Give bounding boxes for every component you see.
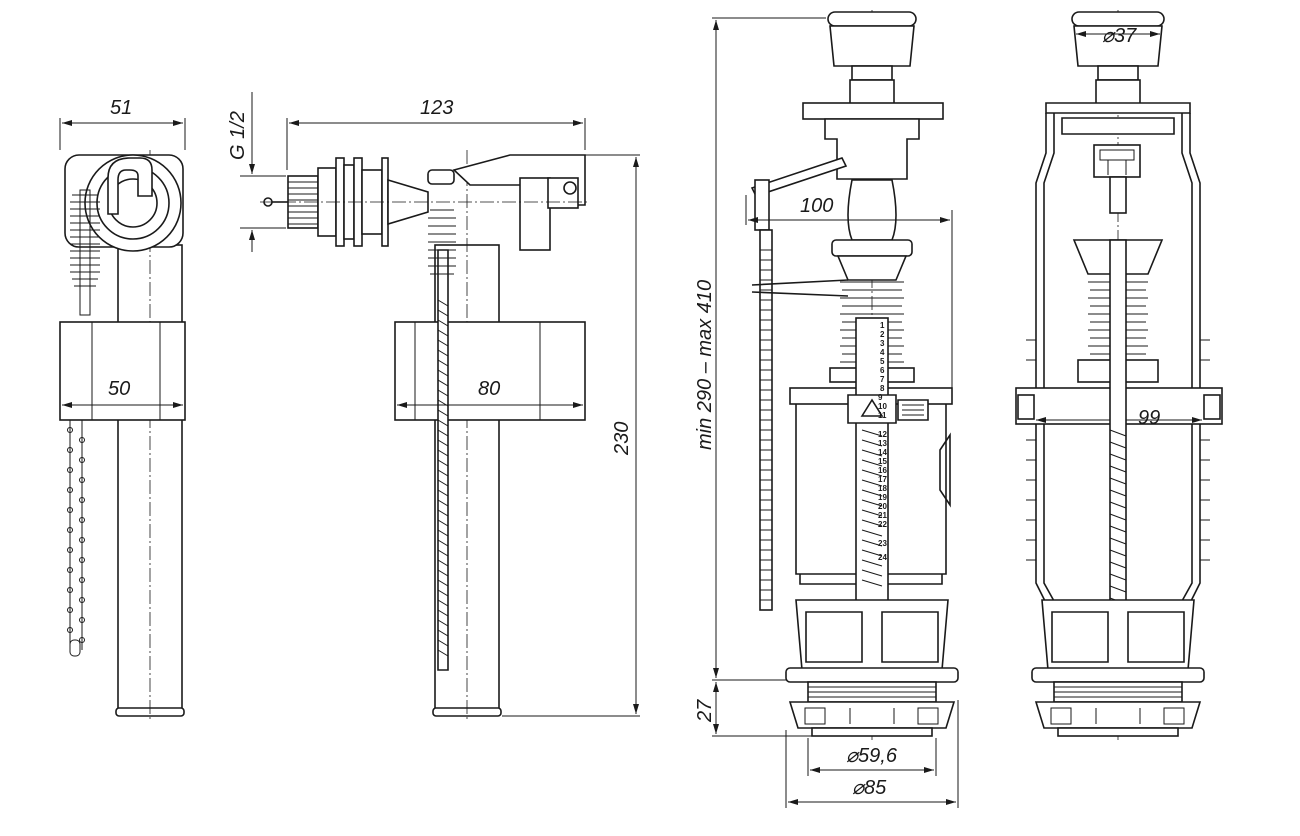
scale-mark: 7: [880, 375, 885, 384]
scale-mark: 11: [878, 411, 887, 420]
scale-mark: 22: [878, 520, 887, 529]
inlet-valve-side-view: 51 50: [59, 97, 186, 720]
scale-mark: 9: [878, 393, 883, 402]
dim-base-diameter: ⌀85: [852, 777, 887, 799]
dim-float-depth: 80: [478, 378, 500, 400]
scale-mark: 4: [880, 348, 885, 357]
scale-mark: 16: [878, 466, 887, 475]
scale-mark: 24: [878, 553, 887, 562]
scale-mark: 3: [880, 339, 885, 348]
scale-mark: 6: [880, 366, 885, 375]
dim-float-width: 50: [108, 378, 130, 400]
scale-marks: 1 2 3 4 5 6 7 8 9 10 11 12 13 14 15 16 1…: [878, 321, 887, 562]
scale-mark: 20: [878, 502, 887, 511]
dim-flush-height-range: min 290 – max 410: [694, 280, 716, 450]
scale-mark: 1: [880, 321, 885, 330]
flush-valve-side-view: 99 ⌀37: [1015, 10, 1223, 740]
dim-inlet-width: 51: [110, 97, 132, 119]
scale-mark: 21: [878, 511, 887, 520]
scale-mark: 18: [878, 484, 887, 493]
inlet-valve-front-view: 123 G 1/2 80 230: [227, 92, 640, 720]
scale-mark: 2: [880, 330, 885, 339]
scale-mark: 10: [878, 402, 887, 411]
scale-mark: 5: [880, 357, 885, 366]
scale-mark: 12: [878, 430, 887, 439]
dim-valve-height: 230: [611, 422, 633, 456]
scale-mark: 23: [878, 539, 887, 548]
scale-mark: 15: [878, 457, 887, 466]
scale-mark: 17: [878, 475, 887, 484]
dim-outlet-diameter: ⌀59,6: [846, 745, 898, 767]
dim-float-cage-width: 99: [1138, 407, 1160, 429]
scale-mark: 14: [878, 448, 887, 457]
scale-mark: 13: [878, 439, 887, 448]
dim-button-diameter: ⌀37: [1102, 25, 1137, 47]
scale-mark: 8: [880, 384, 885, 393]
dim-arm-length: 123: [420, 97, 453, 119]
dim-base-height: 27: [694, 699, 716, 723]
dim-lever-length: 100: [800, 195, 833, 217]
dim-thread: G 1/2: [227, 111, 249, 160]
bead-chain: [67, 420, 85, 657]
inlet-spring: [70, 189, 100, 316]
flush-valve-front-view: 1 2 3 4 5 6 7 8 9 10 11 12 13 14 15 16 1…: [694, 10, 959, 808]
scale-mark: 19: [878, 493, 887, 502]
